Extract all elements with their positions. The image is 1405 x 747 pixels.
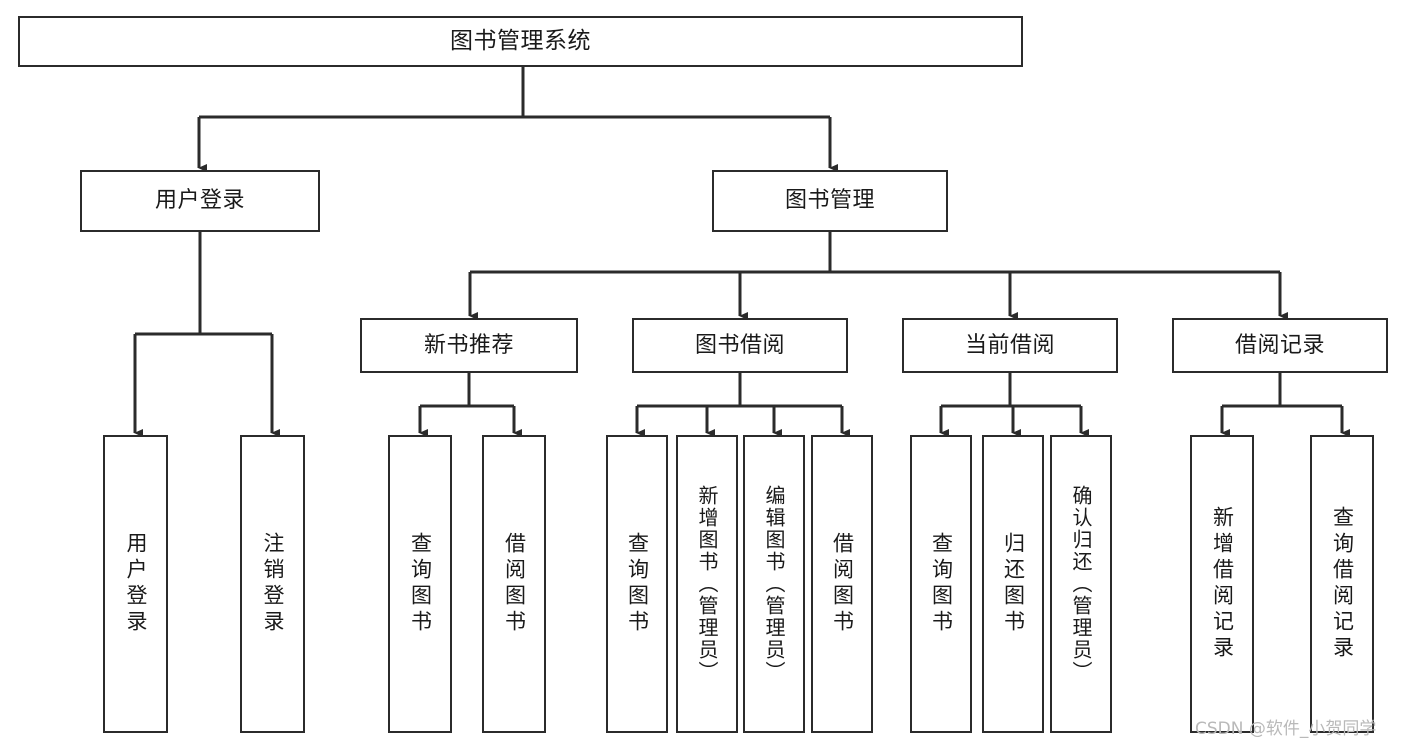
wire-group (133, 67, 1350, 437)
node-leaf-query-book-3[interactable]: 查询图书 (910, 435, 972, 733)
node-label: 查询借阅记录 (1330, 506, 1355, 662)
node-current-borrow[interactable]: 当前借阅 (902, 318, 1118, 373)
node-label: 新增借阅记录 (1210, 506, 1235, 662)
node-leaf-borrow-book-1[interactable]: 借阅图书 (482, 435, 546, 733)
node-borrow-record[interactable]: 借阅记录 (1172, 318, 1388, 373)
node-new-book-rec[interactable]: 新书推荐 (360, 318, 578, 373)
watermark-label: CSDN @软件_小贺同学 (1195, 719, 1377, 739)
node-root[interactable]: 图书管理系统 (18, 16, 1023, 67)
node-leaf-logout[interactable]: 注销登录 (240, 435, 305, 733)
node-label: 借阅图书 (830, 532, 855, 636)
node-label: 查询图书 (408, 532, 433, 636)
node-leaf-return-book[interactable]: 归还图书 (982, 435, 1044, 733)
node-user-login[interactable]: 用户登录 (80, 170, 320, 232)
node-book-borrow[interactable]: 图书借阅 (632, 318, 848, 373)
node-leaf-query-record[interactable]: 查询借阅记录 (1310, 435, 1374, 733)
node-leaf-query-book-2[interactable]: 查询图书 (606, 435, 668, 733)
node-label: 编辑图书（管理员） (762, 485, 786, 683)
node-label: 图书借阅 (694, 332, 785, 358)
node-label: 用户登录 (154, 188, 245, 214)
node-leaf-query-book-1[interactable]: 查询图书 (388, 435, 452, 733)
node-label: 新书推荐 (423, 332, 514, 358)
node-label: 查询图书 (625, 532, 650, 636)
node-label: 查询图书 (929, 532, 954, 636)
node-label: 注销登录 (261, 532, 285, 636)
node-label: 确认归还（管理员） (1069, 485, 1093, 683)
node-leaf-add-record[interactable]: 新增借阅记录 (1190, 435, 1254, 733)
node-label: 用户登录 (124, 532, 148, 636)
node-leaf-add-book[interactable]: 新增图书（管理员） (676, 435, 738, 733)
node-leaf-user-login[interactable]: 用户登录 (103, 435, 168, 733)
node-label: 图书管理 (784, 188, 875, 214)
node-label: 借阅记录 (1234, 332, 1325, 358)
node-leaf-borrow-book-2[interactable]: 借阅图书 (811, 435, 873, 733)
node-label: 归还图书 (1001, 532, 1026, 636)
node-leaf-edit-book[interactable]: 编辑图书（管理员） (743, 435, 805, 733)
node-label: 当前借阅 (964, 332, 1055, 358)
node-leaf-confirm-return[interactable]: 确认归还（管理员） (1050, 435, 1112, 733)
node-book-manage[interactable]: 图书管理 (712, 170, 948, 232)
node-label: 新增图书（管理员） (695, 485, 719, 683)
node-label: 借阅图书 (502, 532, 527, 636)
node-label: 图书管理系统 (450, 28, 591, 55)
